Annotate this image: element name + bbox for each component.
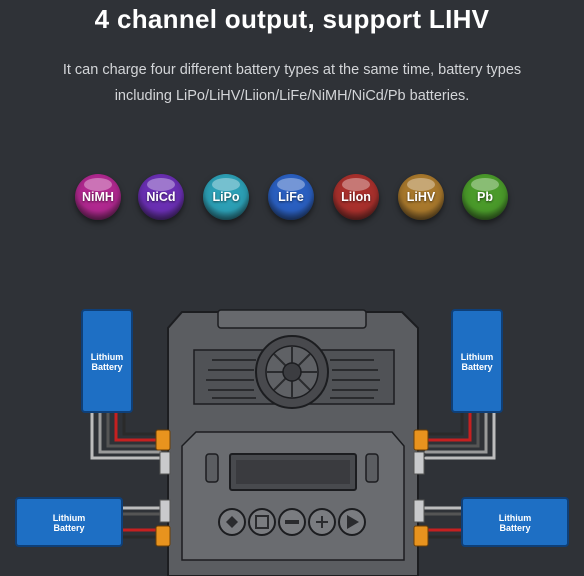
bubble-label: Lilon (341, 190, 371, 204)
bubble-nimh: NiMH (75, 174, 121, 220)
bubble-label: LiPo (212, 190, 240, 204)
battery-label-bottom-left: Lithium Battery (16, 513, 122, 533)
page-title: 4 channel output, support LIHV (94, 4, 490, 34)
button-2-icon (248, 508, 276, 536)
battery-bottom-left (15, 497, 123, 547)
button-4-icon (308, 508, 336, 536)
bubble-lipo: LiPo (203, 174, 249, 220)
page-subtitle: It can charge four different battery typ… (40, 57, 544, 109)
battery-label-line2: Battery (53, 523, 85, 533)
fan-right-vents (330, 359, 380, 399)
battery-label-line2: Battery (91, 362, 123, 372)
wires-bottom-left (120, 506, 162, 539)
battery-top-right (451, 309, 503, 413)
bubble-lihv: LiHV (398, 174, 444, 220)
subtitle-line-2: including LiPo/LiHV/Liion/LiFe/NiMH/NiCd… (114, 88, 470, 104)
bubble-nicd: NiCd (138, 174, 184, 220)
battery-label-line1: Lithium (52, 513, 86, 523)
bubble-label: Pb (477, 190, 493, 204)
battery-label-line1: Lithium (498, 513, 532, 523)
battery-type-bubbles: NiMH NiCd LiPo LiFe Lilon LiHV Pb (0, 174, 584, 230)
battery-label-line1: Lithium (460, 352, 494, 362)
minus-button-icon (278, 508, 306, 536)
bubble-pb: Pb (462, 174, 508, 220)
battery-label-line2: Battery (461, 362, 493, 372)
bubble-label: LiHV (406, 190, 436, 204)
battery-top-left (81, 309, 133, 413)
battery-label-top-right: Lithium Battery (452, 352, 502, 372)
fan-left-vents (206, 359, 256, 399)
control-buttons (218, 508, 366, 536)
play-button-icon (338, 508, 366, 536)
battery-label-bottom-right: Lithium Battery (462, 513, 568, 533)
battery-label-line1: Lithium (90, 352, 124, 362)
wires-bottom-right (422, 506, 464, 539)
charger-body (167, 309, 419, 576)
button-1-icon (218, 508, 246, 536)
bubble-label: LiFe (278, 190, 304, 204)
wires-top-right (424, 410, 496, 460)
bubble-life: LiFe (268, 174, 314, 220)
battery-label-top-left: Lithium Battery (82, 352, 132, 372)
subtitle-line-1: It can charge four different battery typ… (62, 62, 522, 78)
connectors (155, 429, 429, 547)
bubble-label: NiMH (82, 190, 114, 204)
battery-bottom-right (461, 497, 569, 547)
wires-top-left (90, 410, 162, 460)
battery-label-line2: Battery (499, 523, 531, 533)
bubble-lilon: Lilon (333, 174, 379, 220)
bubble-label: NiCd (146, 190, 176, 204)
